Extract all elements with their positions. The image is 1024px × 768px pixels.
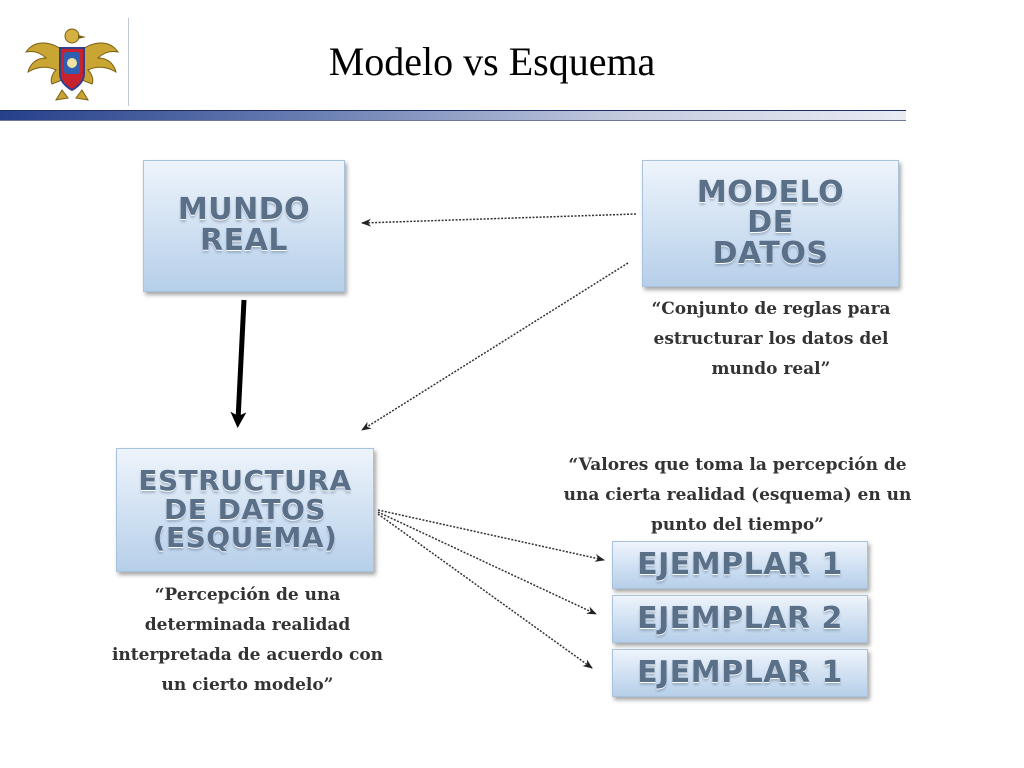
university-crest-logo [22, 18, 129, 106]
modelo-datos-quote: “Conjunto de reglas para estructurar los… [651, 299, 891, 379]
title-rule [0, 110, 906, 121]
arrow-estructura-to-ejemplar-1 [377, 509, 605, 562]
arrow-estructura-to-ejemplar-2 [377, 511, 597, 615]
modelo-datos-label: MODELO DE DATOS [696, 174, 845, 271]
mundo-real-label: MUNDO REAL [177, 192, 311, 258]
valores-quote: “Valores que toma la percepción de una c… [563, 455, 912, 535]
mundo-real-box: MUNDO REAL [143, 160, 345, 292]
modelo-datos-box: MODELO DE DATOS [642, 160, 899, 287]
ejemplar-label: EJEMPLAR 1 [637, 654, 843, 690]
estructura-datos-box: ESTRUCTURA DE DATOS (ESQUEMA) [116, 448, 374, 572]
estructura-datos-label: ESTRUCTURA DE DATOS (ESQUEMA) [138, 464, 352, 555]
ejemplar-box: EJEMPLAR 1 [612, 541, 868, 589]
percepcion-quote: “Percepción de una determinada realidad … [111, 585, 384, 695]
arrow-estructura-to-ejemplar-3 [377, 513, 593, 669]
arrow-modelo-to-estructura [361, 262, 629, 431]
ejemplar-label: EJEMPLAR 1 [637, 546, 843, 582]
ejemplar-label: EJEMPLAR 2 [637, 600, 843, 636]
ejemplar-box: EJEMPLAR 2 [612, 595, 868, 643]
arrow-mundo-to-estructura [230, 299, 247, 428]
arrow-modelo-to-mundo [361, 213, 637, 227]
slide-title: Modelo vs Esquema [328, 39, 656, 84]
ejemplar-box: EJEMPLAR 1 [612, 649, 868, 697]
